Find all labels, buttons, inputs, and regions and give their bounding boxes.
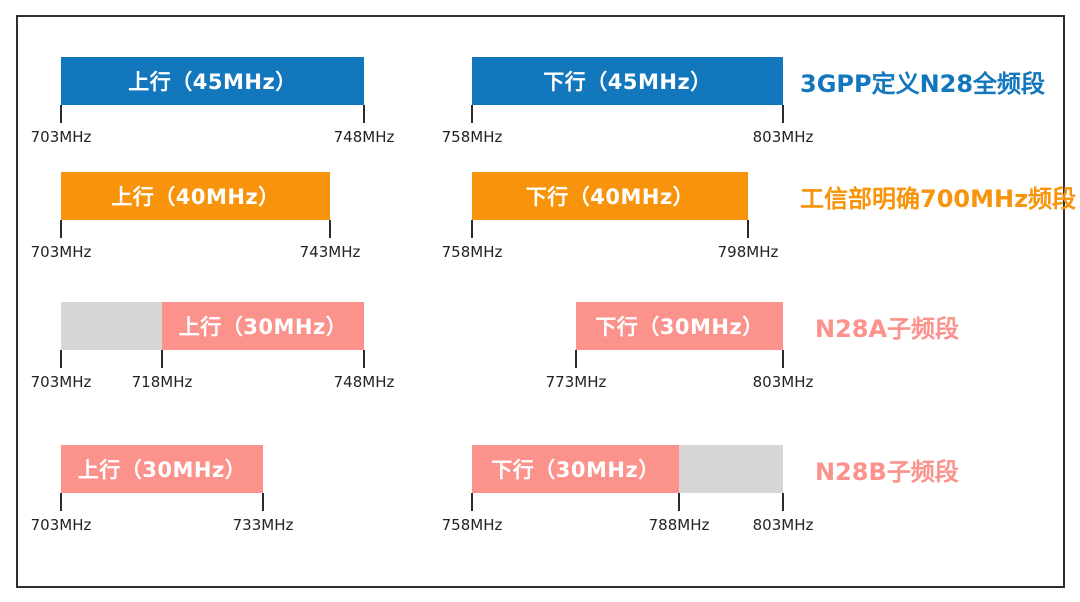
tick-label: 703MHz [30,373,92,391]
band-miit-uplink: 上行（40MHz） 703MHz 743MHz [31,172,364,268]
tick-mark [60,105,62,123]
tick-mark [782,350,784,368]
tick-label: 788MHz [648,516,710,534]
uplink-bar-label: 上行（45MHz） [128,70,297,94]
downlink-bar: 下行（30MHz） [472,445,783,493]
tick-label: 703MHz [30,128,92,146]
downlink-bar: 下行（30MHz） [472,302,783,350]
tick-mark [747,220,749,238]
tick-label: 718MHz [131,373,193,391]
tick-label: 773MHz [545,373,607,391]
tick-label: 758MHz [441,516,503,534]
uplink-segment: 上行（40MHz） [61,172,330,220]
uplink-bar: 上行（40MHz） [61,172,364,220]
tick-label: 703MHz [30,243,92,261]
uplink-bar: 上行（45MHz） [61,57,364,105]
downlink-bar-label: 下行（30MHz） [595,315,764,339]
tick-mark [329,220,331,238]
band-n28b-downlink: 下行（30MHz） 758MHz 788MHz 803MHz [442,445,813,541]
tick-label: 743MHz [299,243,361,261]
tick-label: 703MHz [30,516,92,534]
tick-mark [60,350,62,368]
band-n28a-downlink: 下行（30MHz） 773MHz 803MHz [472,302,813,398]
downlink-segment: 下行（40MHz） [472,172,748,220]
unused-segment [61,302,162,350]
downlink-bar-label: 下行（40MHz） [525,185,695,209]
tick-mark [161,350,163,368]
tick-mark [363,105,365,123]
tick-label: 803MHz [752,516,814,534]
tick-mark [678,493,680,511]
tick-mark [60,220,62,238]
downlink-segment: 下行（30MHz） [576,302,783,350]
caption-n28b-subband: N28B子频段 [815,457,959,486]
tick-mark [575,350,577,368]
band-miit-downlink: 下行（40MHz） 758MHz 798MHz [442,172,783,268]
tick-mark [471,220,473,238]
downlink-bar: 下行（45MHz） [472,57,783,105]
tick-label: 758MHz [441,243,503,261]
downlink-bar-label: 下行（45MHz） [543,70,712,94]
uplink-bar: 上行（30MHz） [61,302,364,350]
uplink-segment: 上行（45MHz） [61,57,364,105]
caption-n28-full-band: 3GPP定义N28全频段 [800,69,1046,98]
caption-n28a-subband: N28A子频段 [815,314,960,343]
band-n28-full-downlink: 下行（45MHz） 758MHz 803MHz [442,57,813,153]
downlink-bar: 下行（40MHz） [472,172,783,220]
tick-mark [471,493,473,511]
tick-label: 758MHz [441,128,503,146]
downlink-bar-label: 下行（30MHz） [491,458,660,482]
uplink-bar-label: 上行（40MHz） [111,185,280,209]
tick-label: 733MHz [232,516,294,534]
band-n28-full-uplink: 上行（45MHz） 703MHz 748MHz [31,57,394,153]
uplink-bar-label: 上行（30MHz） [178,315,348,339]
downlink-segment: 下行（30MHz） [472,445,679,493]
tick-mark [471,105,473,123]
tick-label: 798MHz [717,243,779,261]
uplink-bar: 上行（30MHz） [61,445,364,493]
tick-mark [60,493,62,511]
downlink-segment: 下行（45MHz） [472,57,783,105]
tick-mark [363,350,365,368]
tick-label: 803MHz [752,373,814,391]
tick-mark [782,493,784,511]
uplink-bar-label: 上行（30MHz） [77,458,247,482]
tick-label: 803MHz [752,128,814,146]
caption-miit-700mhz-band: 工信部明确700MHz频段 [800,184,1077,213]
tick-mark [262,493,264,511]
tick-label: 748MHz [333,128,395,146]
uplink-segment: 上行（30MHz） [162,302,364,350]
band-n28a-uplink: 上行（30MHz） 703MHz 718MHz 748MHz [31,302,394,398]
tick-label: 748MHz [333,373,395,391]
uplink-segment: 上行（30MHz） [61,445,263,493]
tick-mark [782,105,784,123]
band-n28b-uplink: 上行（30MHz） 703MHz 733MHz [31,445,364,541]
unused-segment [679,445,783,493]
